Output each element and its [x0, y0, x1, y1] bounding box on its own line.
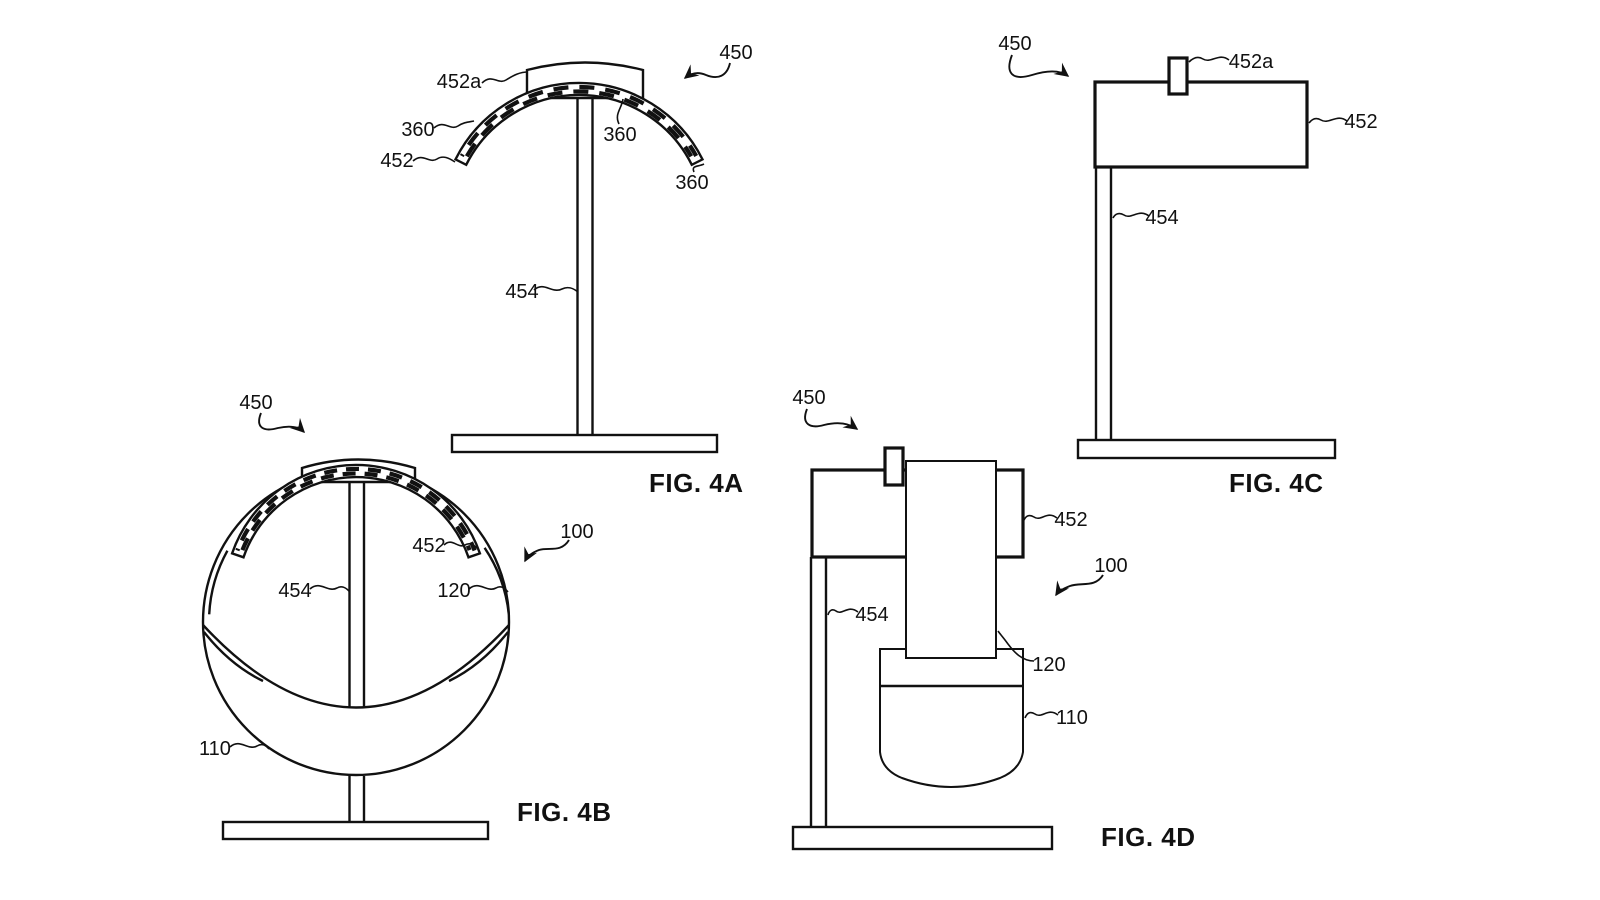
leader-120: [468, 584, 509, 593]
electrode-dash-row-inner: [240, 471, 472, 551]
fig-title-4b: FIG. 4B: [517, 797, 612, 827]
leader-360-left: [433, 120, 475, 129]
ref-label-360-left: 360: [401, 119, 434, 141]
stand-base: [221, 820, 490, 841]
ref-label-454: 454: [855, 604, 888, 626]
band-rect: [1093, 80, 1309, 169]
cap-edge-arc-right: [483, 547, 510, 615]
leader-452: [1308, 117, 1348, 124]
cap-edge-arc-left: [208, 550, 229, 615]
fig-title-4a: FIG. 4A: [649, 468, 744, 498]
ref-label-450: 450: [792, 387, 825, 409]
leader-452: [1023, 514, 1058, 521]
ref-label-360-mid: 360: [603, 124, 636, 146]
stand-base: [450, 433, 719, 454]
cap-lower-edge: [202, 624, 510, 709]
arrow-leader-450: [683, 62, 731, 79]
fig4d-group: 450 452 100 454 120 110 FIG. 4D: [791, 387, 1196, 852]
ref-label-450: 450: [719, 42, 752, 64]
fig-title-4d: FIG. 4D: [1101, 822, 1196, 852]
leader-110: [229, 742, 270, 750]
fig-title-4c: FIG. 4C: [1229, 468, 1324, 498]
stand-base: [1076, 438, 1337, 460]
arrow-leader-450: [804, 408, 859, 430]
fig4a-group: 450 452a 360 452 360 360 454 FIG. 4A: [380, 42, 752, 498]
leader-454: [533, 285, 579, 293]
ref-label-100: 100: [1094, 555, 1127, 577]
ref-label-120: 120: [1032, 654, 1065, 676]
arrow-leader-100: [1055, 574, 1104, 597]
cap-edge-sliver-right: [448, 631, 509, 683]
strap-rect: [905, 460, 997, 659]
cap-shape: [879, 648, 1024, 788]
arrow-leader-450: [258, 412, 306, 434]
leader-454: [827, 608, 859, 616]
arrow-leader-450: [1008, 54, 1070, 78]
ref-label-110: 110: [1056, 707, 1088, 729]
leader-110: [1024, 711, 1059, 719]
ref-label-452: 452: [1344, 111, 1377, 133]
arrow-leader-100: [524, 539, 570, 563]
fig4b-group: 450 452 454 120 100 110 FIG. 4B: [199, 392, 612, 841]
leader-452: [412, 156, 456, 163]
cap-edge-sliver-left: [203, 631, 264, 683]
stand-base: [791, 825, 1054, 851]
leader-454: [309, 584, 350, 592]
electrode-dash-row-outer: [459, 84, 699, 158]
leader-452: [443, 541, 479, 550]
head-form-circle: [201, 467, 511, 777]
ref-label-110: 110: [199, 738, 231, 760]
ref-label-100: 100: [560, 521, 593, 543]
ref-label-450: 450: [239, 392, 272, 414]
electrode-dash-row-outer: [235, 466, 477, 552]
ref-label-452: 452: [380, 150, 413, 172]
ref-label-454: 454: [1145, 207, 1178, 229]
ref-label-360-right: 360: [675, 172, 708, 194]
clip-tab: [883, 446, 905, 487]
leader-452a: [481, 71, 529, 84]
ref-label-452: 452: [412, 535, 445, 557]
leader-452a: [1188, 56, 1230, 63]
ref-label-120: 120: [437, 580, 470, 602]
leader-120: [997, 630, 1035, 662]
leader-360-mid: [616, 98, 624, 125]
leader-360-right: [692, 163, 705, 173]
clip-tab: [1167, 56, 1189, 96]
ref-label-454: 454: [505, 281, 538, 303]
fig4c-group: 450 452a 452 454 FIG. 4C: [998, 33, 1377, 498]
ref-label-452a: 452a: [1229, 51, 1274, 73]
leader-454: [1112, 212, 1150, 219]
ref-label-452: 452: [1054, 509, 1087, 531]
ref-label-450: 450: [998, 33, 1031, 55]
electrode-dash-row-inner: [464, 89, 694, 158]
ref-label-452a: 452a: [437, 71, 482, 93]
ref-label-454: 454: [278, 580, 311, 602]
